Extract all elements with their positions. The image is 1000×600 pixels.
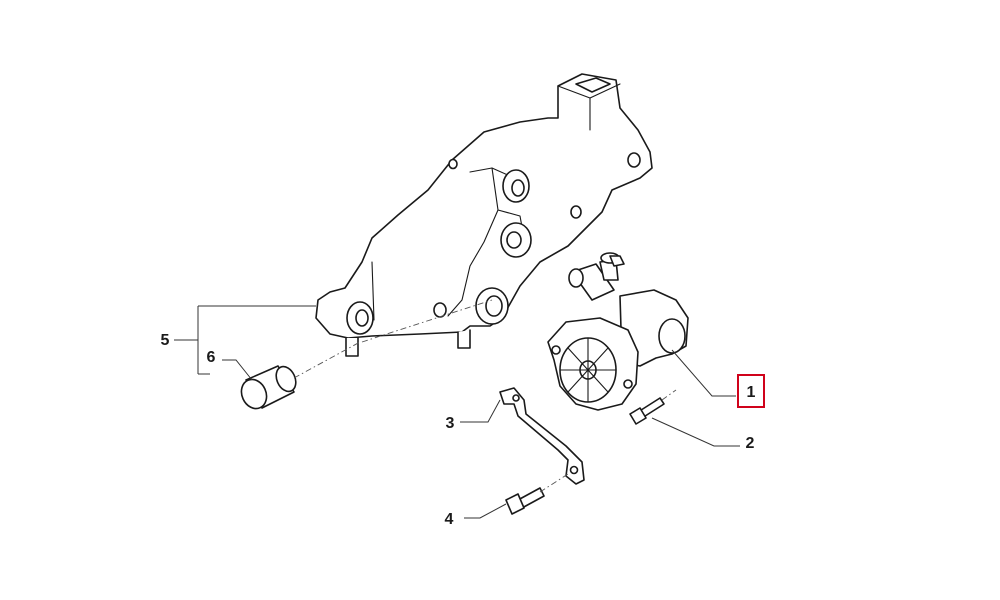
callout-3: 3 — [446, 415, 455, 432]
callout-4: 4 — [445, 511, 454, 528]
callout-5: 5 — [161, 332, 170, 349]
callout-1: 1 — [747, 384, 756, 401]
strap-bolt — [505, 487, 545, 515]
leader-lines — [174, 305, 740, 519]
callout-1-highlight-box — [737, 374, 765, 408]
bushing — [240, 365, 297, 410]
assembly-axis-lines — [293, 299, 677, 493]
callout-labels: 1 2 3 4 5 6 — [161, 332, 765, 528]
bracket-strap — [499, 387, 585, 485]
power-steering-pump — [547, 252, 689, 411]
callout-6: 6 — [207, 349, 216, 366]
pump-bolt — [629, 397, 665, 425]
callout-2: 2 — [746, 435, 755, 452]
mounting-bracket — [315, 73, 653, 357]
